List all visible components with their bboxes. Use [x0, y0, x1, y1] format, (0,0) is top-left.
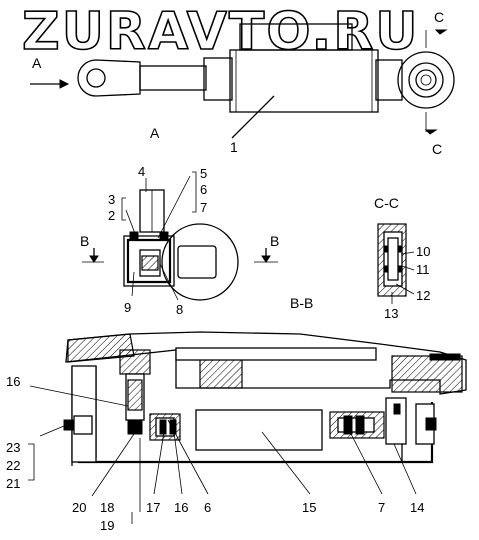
- callout-18: 18: [100, 500, 114, 515]
- section-bb-label: B-B: [290, 295, 313, 311]
- piston-rod: [139, 65, 207, 91]
- callout-7: 7: [200, 200, 207, 215]
- callout-5: 5: [200, 166, 207, 181]
- right-eye-inner: [415, 69, 437, 91]
- section-b-right-label: B: [270, 233, 279, 249]
- left-eye-lug: [77, 59, 141, 97]
- view-a-arrow-label: A: [32, 55, 42, 71]
- callout-6: 6: [200, 182, 207, 197]
- callout-17: 17: [146, 500, 160, 515]
- view-a-eye-outer: [161, 223, 239, 301]
- cylinder-rear-cap: [375, 59, 403, 101]
- callout-8: 8: [176, 302, 183, 317]
- callout-15: 15: [302, 500, 316, 515]
- callout-11: 11: [416, 262, 430, 277]
- left-eye-hole: [86, 68, 106, 88]
- callout-12: 12: [416, 288, 430, 303]
- section-cc-detail: [377, 223, 415, 304]
- callout-6-bottom: 6: [204, 500, 211, 515]
- center-cylinder: [195, 409, 323, 451]
- callout-1: 1: [230, 139, 238, 155]
- cylinder-assembly: [30, 23, 455, 139]
- callout-20: 20: [72, 500, 86, 515]
- callout-19: 19: [100, 518, 114, 533]
- callout-21: 21: [6, 476, 20, 491]
- view-a-eye-insert: [177, 245, 217, 279]
- cylinder-top-port: [239, 23, 353, 51]
- section-bb-detail: [28, 331, 467, 524]
- cylinder-gland: [203, 57, 233, 101]
- section-c-top-label: C: [434, 9, 444, 25]
- callout-4: 4: [138, 164, 145, 179]
- callout-13: 13: [384, 306, 398, 321]
- section-c-bottom-label: C: [432, 141, 442, 157]
- view-a-detail: [82, 171, 278, 301]
- callout-10: 10: [416, 244, 430, 259]
- view-a-label: A: [150, 125, 160, 141]
- callout-23: 23: [6, 440, 20, 455]
- section-cc-label: C-C: [374, 195, 399, 211]
- right-eye-mid: [408, 62, 444, 98]
- callout-22: 22: [6, 458, 20, 473]
- callout-16-bottom: 16: [174, 500, 188, 515]
- cover-top: [65, 331, 467, 395]
- view-a-bracket: [126, 238, 172, 284]
- right-eye-outer: [397, 51, 455, 109]
- section-b-left-label: B: [80, 233, 89, 249]
- callout-9: 9: [124, 300, 131, 315]
- callout-7-bottom: 7: [378, 500, 385, 515]
- cylinder-body: [229, 49, 379, 113]
- callout-3: 3: [108, 192, 115, 207]
- callout-2: 2: [108, 208, 115, 223]
- callout-16-top: 16: [6, 374, 20, 389]
- callout-14: 14: [410, 500, 424, 515]
